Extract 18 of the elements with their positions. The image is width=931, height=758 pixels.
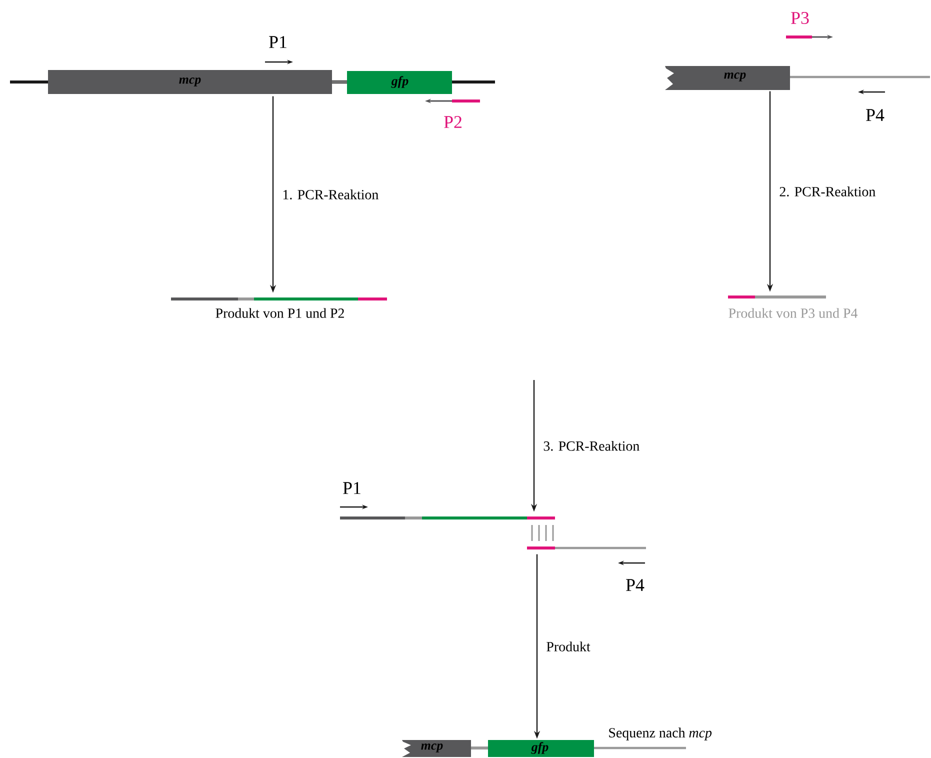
gene-label: Produkt von P3 und P4 xyxy=(728,308,858,318)
edge-label: 2. PCR-Reaktion xyxy=(780,186,876,196)
gene-label: mcp xyxy=(421,744,443,752)
primer-label: P3 xyxy=(791,12,809,24)
primer-label: P4 xyxy=(866,109,884,121)
gene-label: mcp xyxy=(724,72,746,82)
sequence-note: Sequenz nach mcp xyxy=(609,728,712,740)
gene-label: Produkt von P1 und P2 xyxy=(216,308,344,318)
edge-label: 1. PCR-Reaktion xyxy=(283,190,378,200)
gene-label: gfp xyxy=(391,76,408,88)
dna-strand-drawing xyxy=(340,516,646,550)
primer-label: P1 xyxy=(343,482,360,494)
primer-label: P1 xyxy=(269,36,286,48)
edge-label: 3. PCR-Reaktion xyxy=(544,440,640,451)
gene-label: gfp xyxy=(531,742,548,754)
primer-label: P4 xyxy=(626,579,644,591)
primer-label: P2 xyxy=(444,116,462,128)
edge-label: Produkt xyxy=(546,642,590,652)
